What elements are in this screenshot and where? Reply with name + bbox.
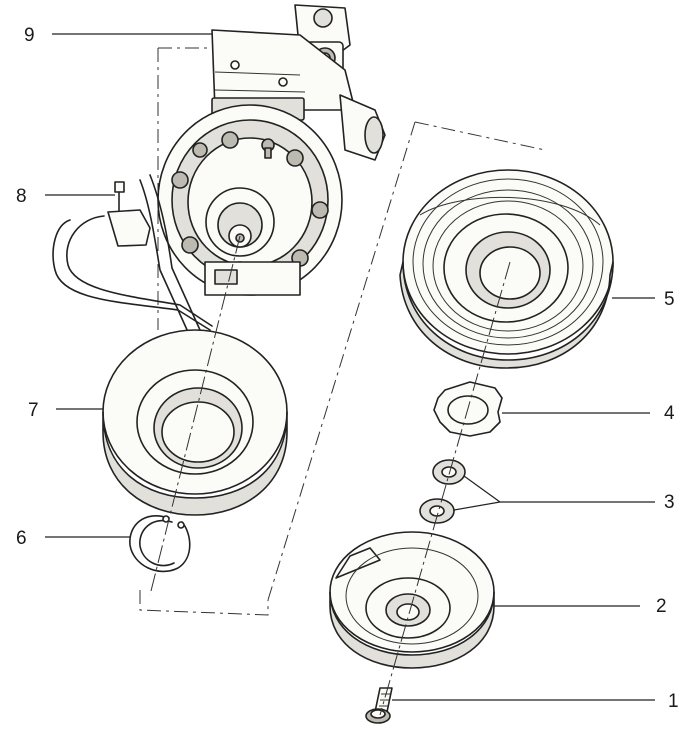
- callout-7: 7: [28, 400, 39, 421]
- field-coil: [102, 329, 288, 516]
- leader-3: [453, 475, 655, 511]
- armature-plate: [329, 531, 495, 669]
- compressor-body: [157, 4, 386, 296]
- callout-1: 1: [668, 691, 679, 712]
- callout-3: 3: [664, 492, 675, 513]
- callout-9: 9: [24, 25, 35, 46]
- callout-5: 5: [664, 289, 675, 310]
- callout-4: 4: [664, 403, 675, 424]
- callout-2: 2: [656, 596, 667, 617]
- wire-bracket-assembly: [52, 174, 213, 333]
- axis-left: [149, 235, 241, 596]
- pulley: [399, 169, 614, 369]
- axis-right: [379, 261, 511, 716]
- washers: [419, 459, 466, 524]
- callout-8: 8: [16, 186, 27, 207]
- assembly-frame-diagonal: [267, 121, 416, 601]
- retaining-ring: [433, 381, 503, 437]
- circlip: [129, 515, 191, 573]
- bolt: [365, 687, 393, 724]
- callout-6: 6: [16, 528, 27, 549]
